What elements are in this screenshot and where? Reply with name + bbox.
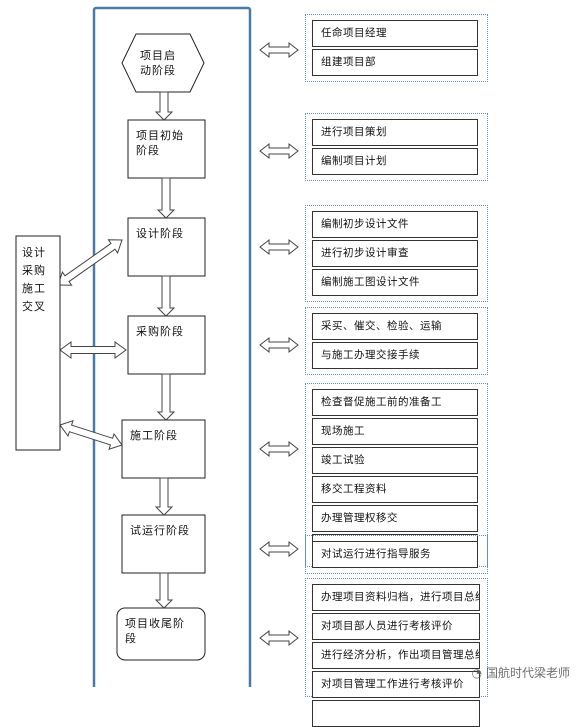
stage-label-start: 项目启 动阶段 [140, 49, 176, 77]
down-arrow-4 [156, 373, 176, 421]
task-item [312, 700, 480, 727]
link-arrow-4 [259, 336, 299, 354]
cross-arrow-design-shape [57, 239, 123, 286]
stage-box-design [127, 217, 206, 277]
task-item: 对试运行进行指导服务 [312, 541, 478, 568]
cross-arrow-construct [59, 419, 123, 451]
stage-box-trial [121, 514, 206, 574]
cross-arrow-construct-shape [59, 419, 123, 451]
task-item: 编制初步设计文件 [312, 211, 478, 238]
stage-label-trial: 试运行阶段 [130, 524, 190, 537]
cross-arrow-design [57, 239, 123, 286]
link-arrow-5 [259, 440, 299, 458]
link-arrow-1 [259, 41, 299, 59]
task-item: 移交工程资料 [312, 476, 478, 503]
link-arrow-6 [259, 540, 299, 558]
stage-box-close [116, 607, 206, 661]
task-item: 办理项目资料归档，进行项目总结 [312, 584, 480, 611]
stage-box-init [127, 119, 206, 179]
watermark: ◔ 国航时代梁老师 [472, 664, 570, 681]
task-item: 进行初步设计审查 [312, 240, 478, 267]
stage-label-procure: 采购阶段 [136, 325, 184, 338]
down-arrow-1 [154, 91, 174, 121]
flowchart-canvas [15, 6, 299, 687]
task-item: 采买、催交、检验、运输 [312, 313, 478, 340]
stage-label-init: 项目初始 阶段 [136, 129, 184, 157]
task-item: 对项目部人员进行考核评价 [312, 613, 480, 640]
stage-box-construct [121, 419, 206, 479]
task-group-6 [305, 535, 488, 574]
task-item: 编制施工图设计文件 [312, 269, 478, 296]
down-arrow-5 [154, 477, 174, 516]
link-arrow-3 [259, 238, 299, 256]
cross-arrow-procure [59, 341, 127, 359]
task-item: 检查督促施工前的准备工 [312, 389, 478, 416]
wechat-icon: ◔ [471, 666, 483, 680]
task-item: 进行经济分析，作出项目管理总结 [312, 642, 480, 669]
cross-arrow-procure-shape [59, 341, 127, 359]
task-group-2 [305, 113, 488, 181]
task-group-4 [305, 307, 488, 375]
link-arrow-2 [259, 142, 299, 160]
stage-box-procure [127, 315, 206, 375]
task-item: 任命项目经理 [312, 20, 478, 47]
task-item: 进行项目策划 [312, 119, 478, 146]
down-arrow-3 [156, 275, 176, 317]
stage-hexagon-start [121, 33, 205, 93]
task-item: 竣工试验 [312, 447, 478, 474]
down-arrow-6 [154, 572, 174, 609]
task-group-3 [305, 205, 488, 302]
task-item: 现场施工 [312, 418, 478, 445]
watermark-text: 国航时代梁老师 [485, 666, 570, 680]
stage-label-design: 设计阶段 [136, 227, 184, 240]
task-group-1 [305, 14, 488, 82]
down-arrow-2 [156, 177, 176, 219]
stage-label-construct: 施工阶段 [130, 429, 178, 442]
side-box-cross [15, 235, 61, 451]
task-item: 组建项目部 [312, 49, 478, 76]
task-item: 与施工办理交接手续 [312, 342, 478, 369]
side-box-label: 设计 采购 施工 交叉 [22, 246, 46, 313]
task-item: 对项目管理工作进行考核评价 [312, 671, 480, 698]
link-arrow-7 [259, 629, 299, 647]
stage-label-close: 项目收尾阶 段 [125, 617, 185, 645]
task-item: 编制项目计划 [312, 148, 478, 175]
task-item: 办理管理权移交 [312, 505, 478, 532]
